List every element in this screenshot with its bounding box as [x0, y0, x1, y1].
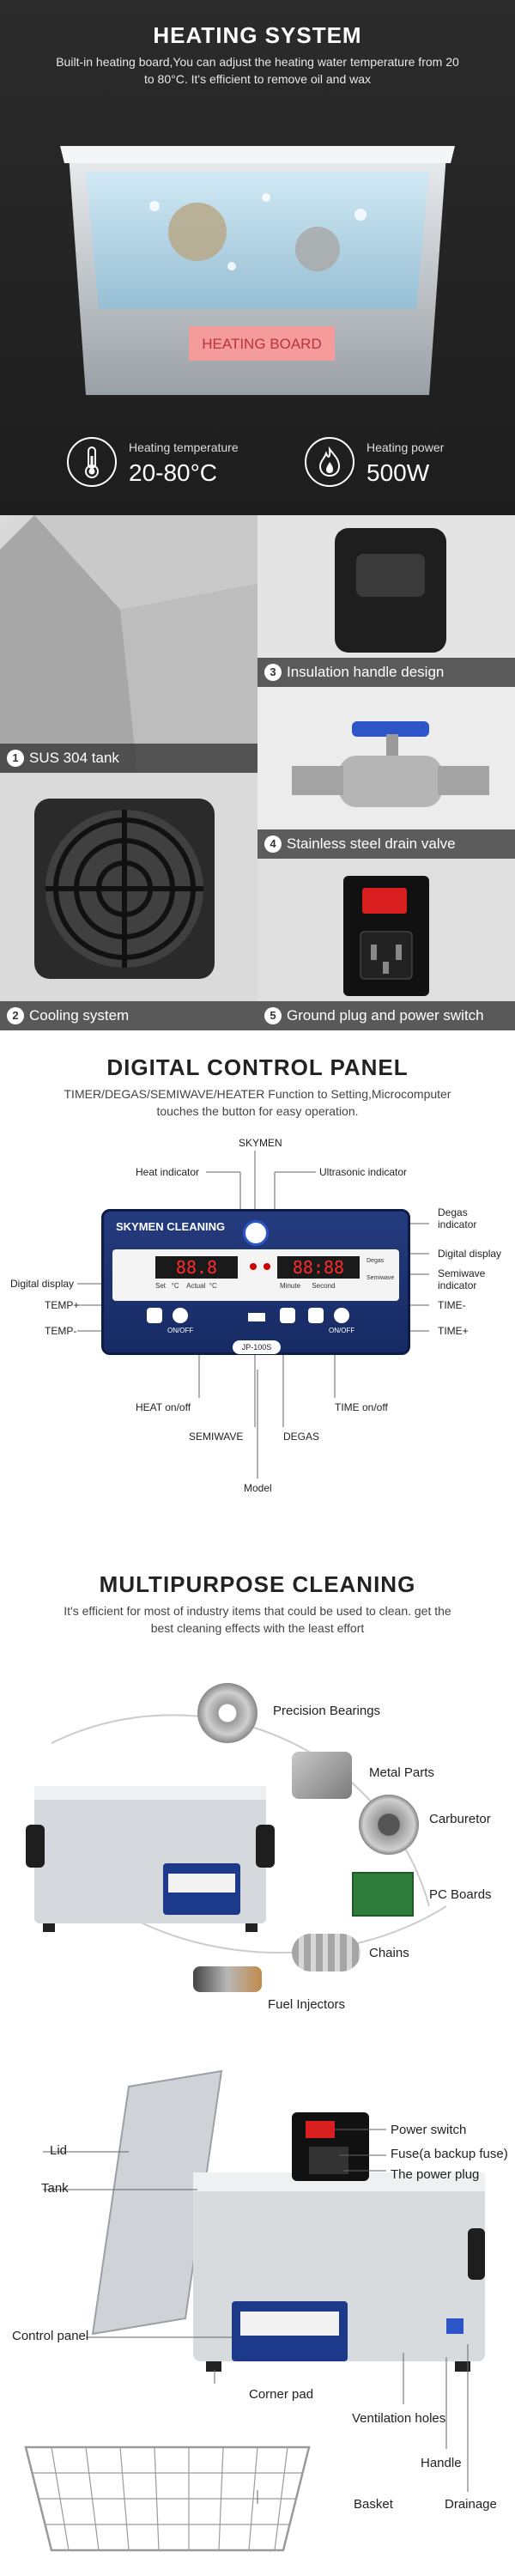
fuel-injector-image [193, 1966, 262, 1992]
temperature-label: Heating temperature [129, 440, 239, 454]
semiwave-indicator-text: Semiwave [367, 1275, 395, 1281]
skymen-logo-icon [243, 1220, 269, 1246]
item-label: Carburetor [429, 1812, 491, 1826]
label-model: Model [244, 1482, 272, 1494]
part-power-switch: Power switch [391, 2123, 467, 2137]
panel-title: DIGITAL CONTROL PANEL [106, 1054, 409, 1080]
degas-indicator-text: Degas [367, 1258, 385, 1264]
heating-power-spec: Heating power 500W [305, 434, 476, 494]
time-display-sub: Minute Second [280, 1282, 336, 1290]
chains-image [292, 1934, 360, 1971]
part-power-plug: The power plug [391, 2167, 480, 2182]
multipurpose-section: MULTIPURPOSE CLEANING It's efficient for… [0, 1546, 515, 2061]
parts-section: Power switch Fuse(a backup fuse) The pow… [0, 2061, 515, 2576]
label-degas: DEGAS [283, 1431, 320, 1443]
item-label: PC Boards [429, 1887, 492, 1902]
item-label: Precision Bearings [273, 1704, 381, 1718]
label-temp-minus: TEMP- [45, 1325, 77, 1337]
label-digital-display-right: Digital display [438, 1248, 502, 1260]
heating-board-label: HEATING BOARD [202, 336, 321, 352]
panel-brand: SKYMEN CLEANING [116, 1220, 226, 1233]
tank-corner-illustration [0, 515, 258, 773]
time-display: 88:88 [277, 1256, 360, 1279]
item-label: Chains [369, 1946, 409, 1960]
part-lid: Lid [50, 2143, 68, 2158]
heat-onoff-button[interactable] [173, 1308, 188, 1323]
temperature-display: 88.8 [155, 1256, 238, 1279]
label-time-onoff: TIME on/off [335, 1401, 388, 1413]
label-semiwave-indicator: Semiwave indicator [438, 1267, 486, 1291]
pc-board-image [352, 1872, 414, 1917]
item-label: Metal Parts [369, 1765, 434, 1780]
multi-title: MULTIPURPOSE CLEANING [99, 1571, 416, 1597]
bearings-image [197, 1683, 258, 1743]
heat-indicator-light [250, 1263, 257, 1270]
label-time-minus: TIME- [438, 1299, 466, 1311]
control-panel-device: SKYMEN CLEANING 88.8 Set °C Actual °C 88… [101, 1209, 410, 1355]
temp-plus-button[interactable] [147, 1308, 162, 1323]
part-drainage: Drainage [445, 2497, 497, 2512]
onoff-label-left: ON/OFF [167, 1327, 194, 1334]
panel-white-area: 88.8 Set °C Actual °C 88:88 Minute Secon… [112, 1249, 399, 1301]
heating-temperature-spec: Heating temperature 20-80°C [67, 434, 256, 494]
item-label: Fuel Injectors [268, 1997, 346, 2012]
ultrasonic-cleaner-illustration [26, 1786, 275, 1932]
fan-illustration [0, 773, 258, 1030]
label-semiwave: SEMIWAVE [189, 1431, 244, 1443]
panel-description: TIMER/DEGAS/SEMIWAVE/HEATER Function to … [64, 1087, 451, 1118]
heating-tank-illustration: HEATING BOARD [60, 146, 455, 395]
semiwave-button[interactable] [248, 1313, 265, 1321]
label-heat-onoff: HEAT on/off [136, 1401, 191, 1413]
metal-parts-image [292, 1752, 352, 1799]
control-panel-section: DIGITAL CONTROL PANEL TIMER/DEGAS/SEMIWA… [0, 1030, 515, 1546]
carburetor-image [359, 1795, 419, 1855]
part-control-panel: Control panel [12, 2329, 89, 2343]
degas-button[interactable] [280, 1308, 295, 1323]
part-handle: Handle [421, 2456, 462, 2470]
temperature-display-sub: Set °C Actual °C [155, 1282, 217, 1290]
label-digital-display-left: Digital display [10, 1278, 75, 1290]
model-plate: JP-100S [233, 1340, 281, 1354]
label-temp-plus: TEMP+ [45, 1299, 80, 1311]
power-value: 500W [367, 459, 430, 486]
label-time-plus: TIME+ [438, 1325, 469, 1337]
part-corner-pad: Corner pad [249, 2387, 314, 2402]
flame-icon [305, 437, 354, 487]
heating-title: HEATING SYSTEM [153, 22, 362, 48]
part-ventilation-holes: Ventilation holes [352, 2411, 446, 2426]
parts-illustration [24, 2069, 485, 2552]
ultrasonic-indicator-light [264, 1263, 270, 1270]
thermometer-icon [67, 437, 117, 487]
label-ultrasonic-indicator: Ultrasonic indicator [319, 1166, 408, 1178]
part-tank: Tank [41, 2181, 69, 2196]
label-heat-indicator: Heat indicator [136, 1166, 200, 1178]
multi-description: It's efficient for most of industry item… [64, 1604, 451, 1635]
label-degas-indicator: Degas indicator [438, 1206, 477, 1230]
heating-section: HEATING SYSTEM Built-in heating board,Yo… [0, 0, 515, 515]
part-basket: Basket [354, 2497, 393, 2512]
part-fuse: Fuse(a backup fuse) [391, 2147, 508, 2161]
temperature-value: 20-80°C [129, 459, 218, 486]
time-minus-button[interactable] [308, 1308, 324, 1323]
time-onoff-button[interactable] [334, 1308, 349, 1323]
onoff-label-right: ON/OFF [329, 1327, 355, 1334]
label-skymen: SKYMEN [239, 1137, 282, 1149]
heating-description: Built-in heating board,You can adjust th… [56, 55, 459, 86]
power-label: Heating power [367, 440, 445, 454]
